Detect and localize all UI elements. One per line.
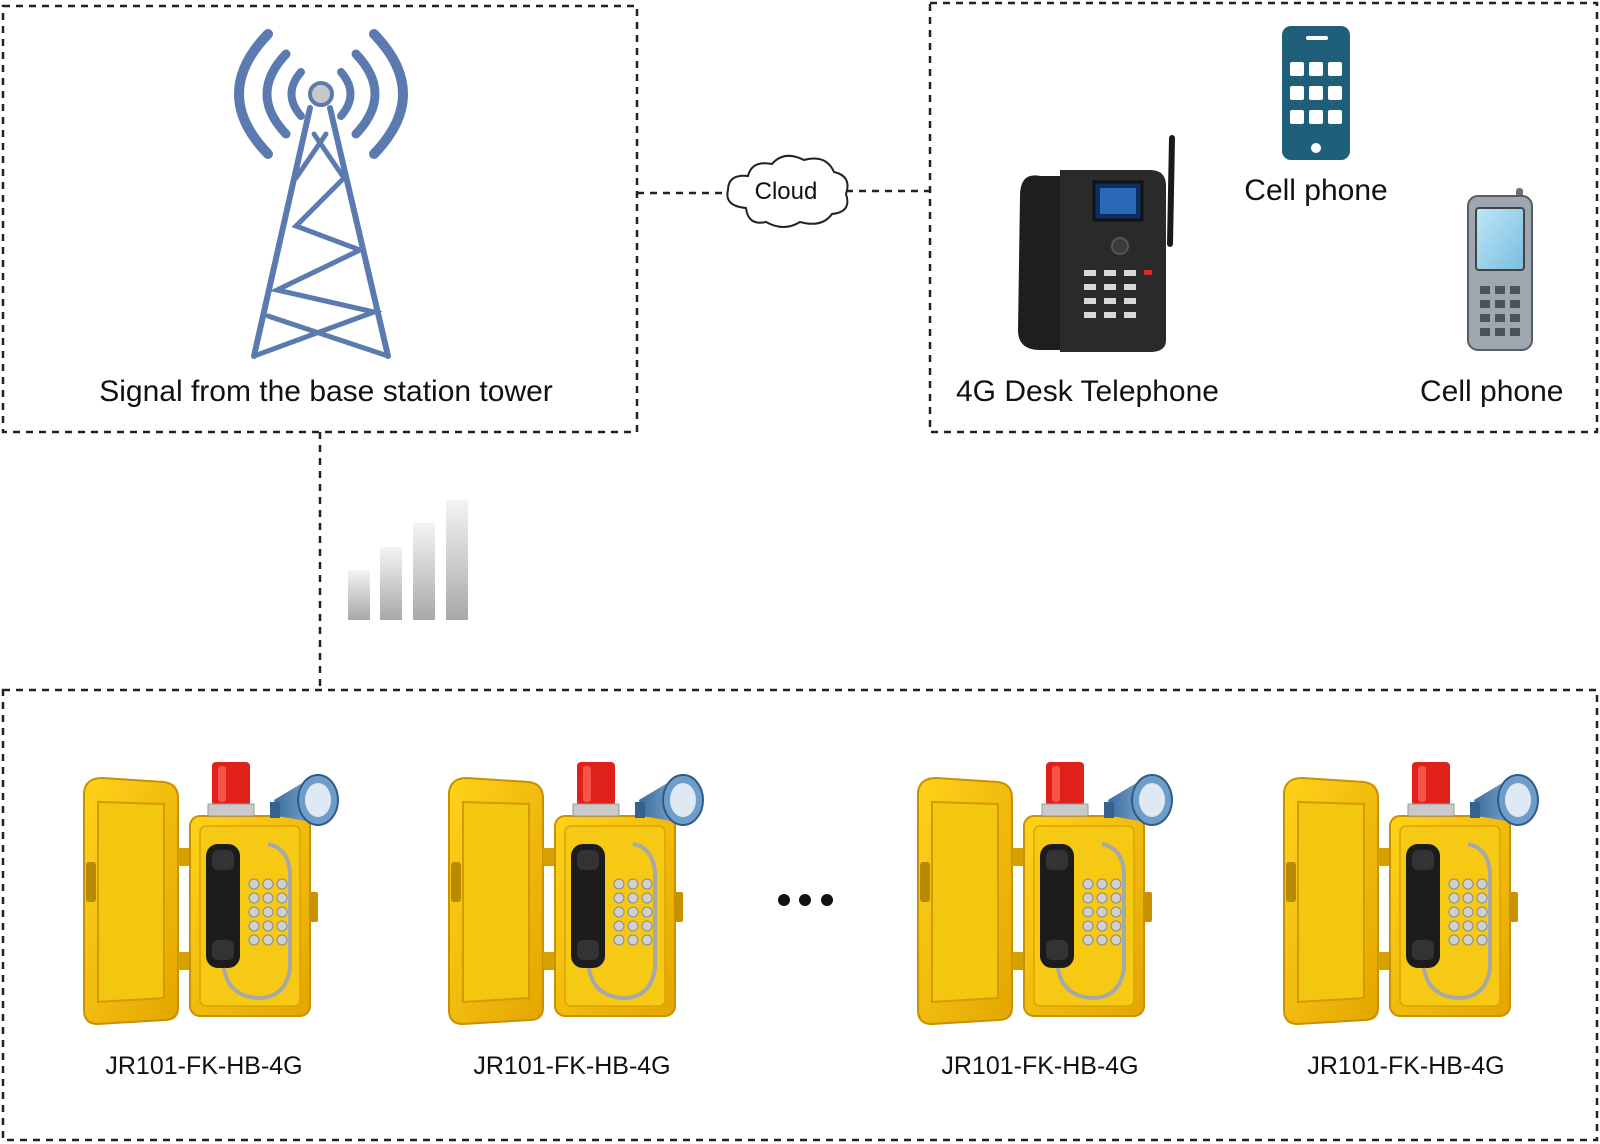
tower-antenna-tip	[308, 81, 334, 107]
desk-phone-label: 4G Desk Telephone	[956, 375, 1219, 408]
tower-icon	[234, 29, 408, 359]
feature-phone-icon	[1467, 188, 1533, 351]
terminals-group-box	[1, 688, 1599, 1142]
cloud-shape	[726, 154, 849, 228]
signal-strength-icon	[348, 500, 468, 620]
smartphone-label: Cell phone	[1244, 174, 1388, 207]
tower-group-box	[1, 4, 639, 434]
emergency-phone-label: JR101-FK-HB-4G	[1307, 1052, 1505, 1080]
emergency-phone-icon	[82, 760, 340, 1026]
emergency-phone-icon	[916, 760, 1174, 1026]
smartphone-icon	[1282, 26, 1350, 160]
emergency-phone-icon	[447, 760, 705, 1026]
desk-phone-icon	[1018, 135, 1175, 352]
cloud-label: Cloud	[754, 178, 818, 205]
emergency-phone-label: JR101-FK-HB-4G	[105, 1052, 303, 1080]
emergency-phone-icon	[1282, 760, 1540, 1026]
emergency-phone-label: JR101-FK-HB-4G	[473, 1052, 671, 1080]
feature-phone-label: Cell phone	[1420, 375, 1564, 408]
tower-label: Signal from the base station tower	[99, 375, 553, 408]
more-units-ellipsis	[778, 894, 833, 906]
devices-group-box	[928, 1, 1599, 434]
emergency-phone-label: JR101-FK-HB-4G	[941, 1052, 1139, 1080]
